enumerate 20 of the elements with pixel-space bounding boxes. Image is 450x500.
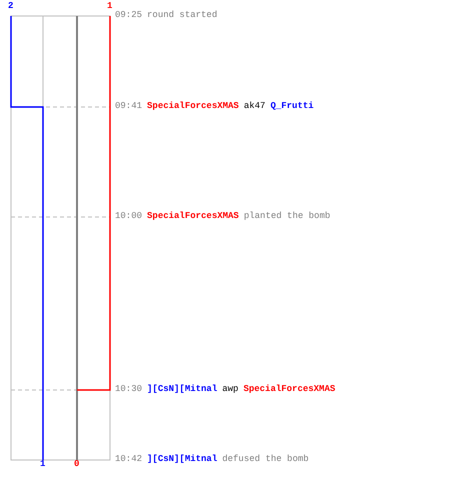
event-text: planted the bomb [244,212,330,221]
weapon-name: awp [222,385,238,394]
timestamp: 09:25 [115,11,142,20]
event-text: defused the bomb [222,455,309,464]
timestamp: 10:30 [115,385,142,394]
weapon-name: ak47 [244,102,266,111]
count-label: 0 [74,460,80,469]
player-name: SpecialForcesXMAS [243,385,336,394]
timestamp: 09:41 [115,102,142,111]
player-name: SpecialForcesXMAS [147,102,239,111]
count-label: 1 [107,2,112,11]
player-name: SpecialForcesXMAS [147,212,239,221]
player-name: Q_Frutti [270,102,314,111]
timestamp: 10:00 [115,212,142,221]
count-label: 2 [8,2,14,11]
player-name: ][CsN][Mitnal [147,385,218,394]
timestamp: 10:42 [115,455,142,464]
event-text: round started [147,11,218,20]
count-label: 1 [40,460,46,469]
player-name: ][CsN][Mitnal [147,455,218,464]
